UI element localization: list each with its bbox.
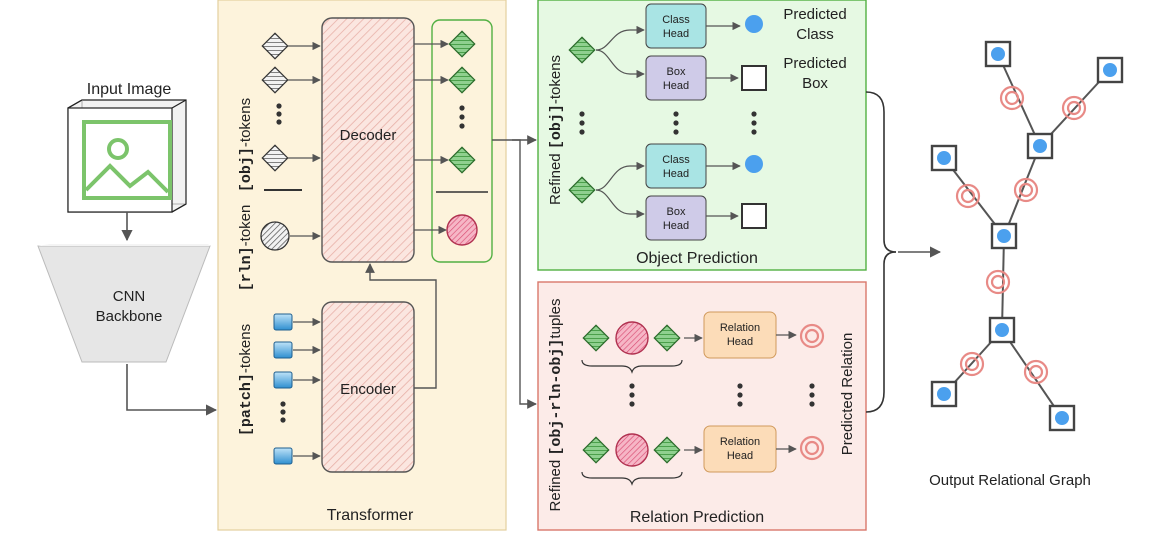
- transformer-title: Transformer: [327, 507, 414, 524]
- svg-text:Head: Head: [727, 450, 753, 462]
- predicted-box-line1: Predicted: [783, 55, 846, 72]
- box-head-2: [645, 195, 707, 241]
- class-dot-2: [745, 155, 763, 173]
- class-dot-1: [745, 15, 763, 33]
- svg-text:Relation: Relation: [720, 322, 760, 334]
- encoder-block: [321, 301, 415, 473]
- cnn-backbone: CNN Backbone: [37, 244, 211, 363]
- object-prediction-title: Object Prediction: [636, 250, 758, 267]
- class-head-1: [645, 3, 707, 49]
- relation-head-2: [703, 425, 777, 473]
- box-head-1: [645, 55, 707, 101]
- rln-token-label: [rln]-token: [237, 205, 255, 292]
- predicted-box-line2: Box: [802, 75, 828, 92]
- svg-text:Class: Class: [662, 154, 690, 166]
- obj-token-inputs: [261, 32, 321, 172]
- backbone-line2: Backbone: [96, 308, 163, 325]
- svg-text:Head: Head: [663, 28, 689, 40]
- predicted-class-line2: Class: [796, 26, 834, 43]
- encoder-label: Encoder: [340, 381, 396, 398]
- predicted-class-line1: Predicted: [783, 6, 846, 23]
- svg-text:Head: Head: [663, 80, 689, 92]
- box-square-1: [741, 65, 767, 91]
- obj-tokens-label: [obj]-tokens: [237, 98, 255, 192]
- output-graph-title: Output Relational Graph: [929, 472, 1091, 489]
- patch-tokens-label: [patch]-tokens: [237, 324, 255, 436]
- svg-text:Box: Box: [667, 206, 686, 218]
- svg-text:Box: Box: [667, 66, 686, 78]
- refined-tuples-label: Refined [obj-rln-obj]tuples: [547, 299, 565, 512]
- backbone-line1: CNN: [113, 288, 146, 305]
- svg-text:Relation: Relation: [720, 436, 760, 448]
- input-image-title: Input Image: [87, 81, 172, 98]
- rln-token-input: [260, 221, 321, 251]
- decoder-block: [321, 17, 415, 263]
- svg-text:Head: Head: [663, 220, 689, 232]
- relation-prediction-panel: Relation Prediction Refined [obj-rln-obj…: [537, 281, 867, 531]
- refined-obj-tokens-label: Refined [obj]-tokens: [547, 55, 565, 205]
- svg-text:Head: Head: [663, 168, 689, 180]
- relation-head-1: [703, 311, 777, 359]
- box-square-2: [741, 203, 767, 229]
- input-image-block: Input Image: [67, 81, 187, 213]
- output-graph: Output Relational Graph: [929, 40, 1124, 489]
- decoder-label: Decoder: [340, 127, 397, 144]
- patch-token-inputs: [273, 313, 321, 465]
- relation-prediction-title: Relation Prediction: [630, 509, 764, 526]
- class-head-2: [645, 143, 707, 189]
- merge-bracket: [865, 91, 942, 413]
- transformer-panel: Transformer [obj]-tokens [rln]-token [pa…: [217, 0, 507, 531]
- object-prediction-panel: Object Prediction Refined [obj]-tokens C…: [537, 0, 867, 271]
- predicted-relation-label: Predicted Relation: [839, 333, 856, 456]
- svg-text:Head: Head: [727, 336, 753, 348]
- image-icon: [67, 99, 187, 213]
- svg-text:Class: Class: [662, 14, 690, 26]
